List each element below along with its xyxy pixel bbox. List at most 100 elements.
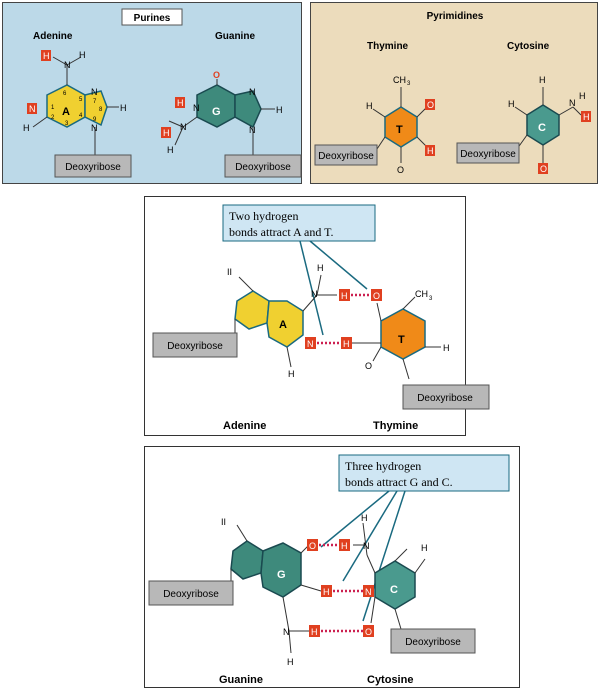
svg-text:II: II xyxy=(221,517,226,527)
gc-caption-line1: Three hydrogen xyxy=(345,459,421,473)
at-callout-line-1 xyxy=(299,240,324,336)
thymine-sugar-box xyxy=(314,144,378,166)
adenine-sugar: Deoxyribose xyxy=(65,162,121,173)
svg-text:N: N xyxy=(193,103,200,113)
purines-title-box xyxy=(121,8,183,26)
svg-text:N: N xyxy=(180,122,187,132)
svg-text:H: H xyxy=(177,98,184,108)
thymine-sugar: Deoxyribose xyxy=(318,151,374,162)
gc-cytosine-molecule: H N H H N O C xyxy=(339,513,428,637)
at-right-label: Thymine xyxy=(373,420,418,432)
at-left-sugar-box xyxy=(152,332,238,358)
at-right-ring-letter: T xyxy=(398,334,405,346)
svg-text:H: H xyxy=(311,627,318,637)
svg-text:H: H xyxy=(427,146,434,156)
at-adenine-n-highlight xyxy=(305,337,316,349)
svg-text:5: 5 xyxy=(79,97,83,103)
svg-text:9: 9 xyxy=(93,117,97,123)
svg-text:H: H xyxy=(343,339,350,349)
svg-text:N: N xyxy=(249,87,256,97)
svg-text:H: H xyxy=(317,263,324,273)
gc-right-sugar-box xyxy=(390,628,476,654)
adenine-amino-h-highlight xyxy=(41,50,51,61)
svg-text:N: N xyxy=(249,125,256,135)
gc-guanine-molecule: II N H G O H H xyxy=(221,517,332,667)
gc-right-ring-letter: C xyxy=(390,584,398,596)
svg-text:CH: CH xyxy=(393,75,406,85)
thymine-molecule: CH 3 H O H O T xyxy=(366,75,435,175)
cytosine-ring-letter: C xyxy=(538,122,546,134)
purines-panel: Purines Adenine N H H N H H N N A 6 1 2 xyxy=(2,2,302,184)
at-caption-line1: Two hydrogen xyxy=(229,209,298,223)
svg-text:N: N xyxy=(64,60,71,70)
gc-caption-box xyxy=(338,454,510,492)
gc-left-ring-letter: G xyxy=(277,569,286,581)
gc-right-label: Cytosine xyxy=(367,674,413,686)
gc-left-label: Guanine xyxy=(219,674,263,686)
thymine-ring-letter: T xyxy=(396,124,403,136)
pyrimidines-title: Pyrimidines xyxy=(427,11,484,22)
gc-cytosine-n-highlight xyxy=(363,585,374,597)
svg-text:6: 6 xyxy=(63,91,67,97)
gc-cytosine-o-highlight xyxy=(363,625,374,637)
svg-text:N: N xyxy=(363,541,370,551)
svg-text:H: H xyxy=(287,657,294,667)
svg-text:1: 1 xyxy=(51,105,55,111)
gc-guanine-h1-highlight xyxy=(321,585,332,597)
adenine-name: Adenine xyxy=(33,31,73,42)
svg-text:CH: CH xyxy=(415,289,428,299)
svg-text:H: H xyxy=(421,543,428,553)
pyrimidines-panel: Pyrimidines Thymine CH 3 H O H O T Deoxy… xyxy=(310,2,598,184)
svg-text:3: 3 xyxy=(65,121,69,127)
svg-text:3: 3 xyxy=(429,296,433,302)
at-pair-panel: Two hydrogen bonds attract A and T. II H… xyxy=(144,196,490,436)
thymine-o-highlight xyxy=(425,99,435,110)
adenine-sugar-box xyxy=(54,154,132,178)
svg-text:II: II xyxy=(227,267,232,277)
svg-text:H: H xyxy=(167,145,174,155)
at-left-sugar: Deoxyribose xyxy=(167,341,223,352)
cytosine-sugar: Deoxyribose xyxy=(460,149,516,160)
cytosine-amino-h-highlight xyxy=(581,111,591,122)
svg-text:N: N xyxy=(91,123,98,133)
guanine-molecule: O H H N H H N N N G xyxy=(161,70,283,155)
gc-guanine-o-highlight xyxy=(307,539,318,551)
cytosine-o-highlight xyxy=(538,163,548,174)
svg-text:H: H xyxy=(366,101,373,111)
gc-pair-diagram: Three hydrogen bonds attract G and C. II… xyxy=(148,454,510,686)
svg-text:4: 4 xyxy=(79,113,83,119)
gc-cytosine-h-highlight xyxy=(339,539,350,551)
thymine-name: Thymine xyxy=(367,41,409,52)
svg-text:H: H xyxy=(163,128,170,138)
svg-text:8: 8 xyxy=(99,107,103,113)
guanine-amino-h-highlight xyxy=(161,127,171,138)
gc-callout-line-2 xyxy=(342,490,398,582)
svg-text:H: H xyxy=(361,513,368,523)
thymine-n3-h-highlight xyxy=(425,145,435,156)
svg-text:O: O xyxy=(365,361,372,371)
svg-text:N: N xyxy=(569,98,576,108)
svg-text:H: H xyxy=(341,541,348,551)
svg-text:N: N xyxy=(91,87,98,97)
pyrimidines-diagram: Pyrimidines Thymine CH 3 H O H O T Deoxy… xyxy=(314,11,591,175)
at-right-sugar-box xyxy=(402,384,490,410)
gc-callout-line-1 xyxy=(320,490,390,548)
adenine-molecule: N H H N H H N N A 6 1 2 3 4 5 7 8 9 xyxy=(23,50,127,155)
gc-guanine-h2-highlight xyxy=(309,625,320,637)
svg-text:H: H xyxy=(120,103,127,113)
svg-text:O: O xyxy=(540,164,547,174)
purines-title: Purines xyxy=(134,13,171,24)
at-left-label: Adenine xyxy=(223,420,266,432)
svg-text:O: O xyxy=(397,165,404,175)
gc-callout-line-3 xyxy=(362,490,406,622)
guanine-sugar: Deoxyribose xyxy=(235,162,291,173)
at-caption-box xyxy=(222,204,376,242)
gc-right-sugar: Deoxyribose xyxy=(405,637,461,648)
svg-text:O: O xyxy=(365,627,372,637)
cytosine-sugar-box xyxy=(456,142,520,164)
svg-text:H: H xyxy=(508,99,515,109)
adenine-ring-letter: A xyxy=(62,106,70,118)
guanine-n1-h-highlight xyxy=(175,97,185,108)
cytosine-name: Cytosine xyxy=(507,41,550,52)
svg-text:O: O xyxy=(373,291,380,301)
